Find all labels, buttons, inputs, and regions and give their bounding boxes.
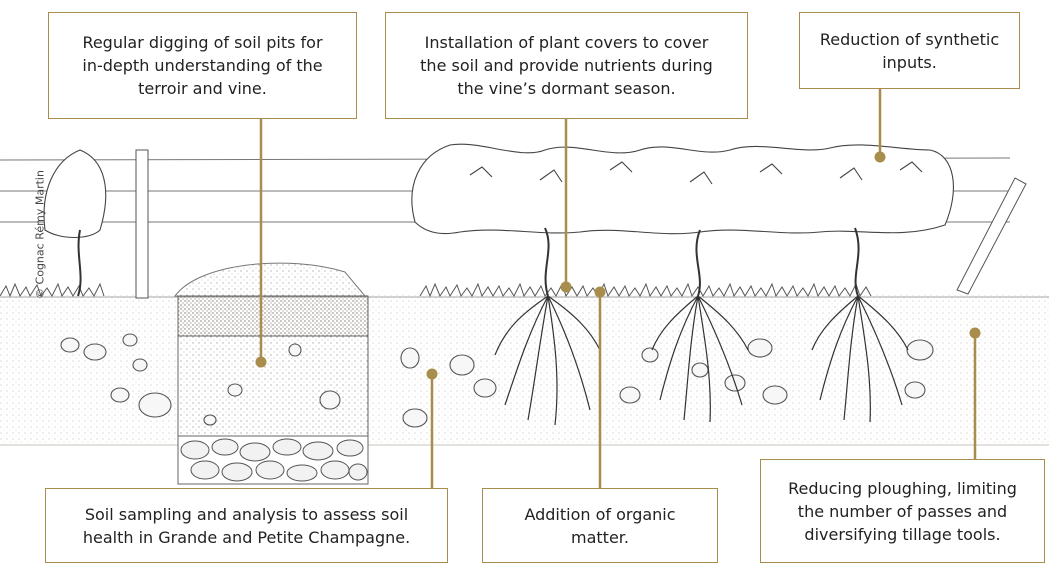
soil-pit xyxy=(175,263,368,484)
callout-soil-sampling: Soil sampling and analysis to assess soi… xyxy=(45,488,448,563)
callout-soil-pits: Regular digging of soil pits for in-dept… xyxy=(48,12,357,119)
callout-plant-covers: Installation of plant covers to cover th… xyxy=(385,12,748,119)
callout-ploughing: Reducing ploughing, limiting the number … xyxy=(760,459,1045,563)
grass-line xyxy=(0,284,871,296)
image-credit: © Cognac Rémy Martin xyxy=(34,155,47,315)
soil-layer xyxy=(0,295,1049,445)
callout-synthetic-inputs: Reduction of synthetic inputs. xyxy=(799,12,1020,89)
callout-organic-matter: Addition of organic matter. xyxy=(482,488,718,563)
